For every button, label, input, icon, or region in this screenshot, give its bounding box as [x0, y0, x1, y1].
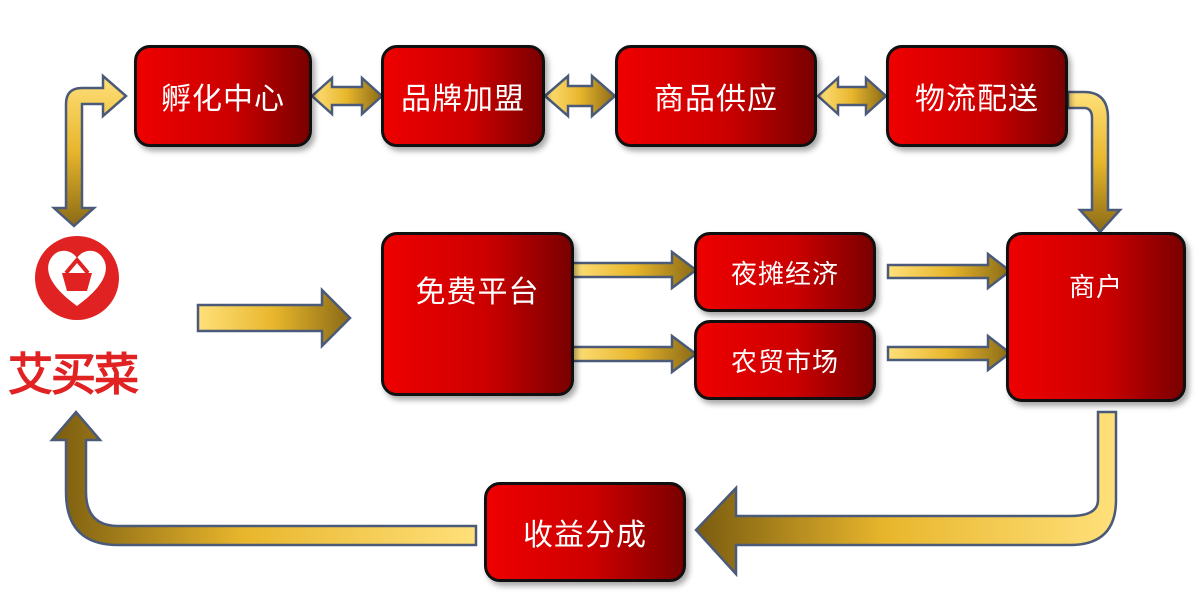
logo-to-platform-arrow: [196, 286, 352, 350]
farmers-market-label: 农贸市场: [730, 347, 839, 378]
goods-supply-node[interactable]: 商品供应: [615, 45, 817, 147]
night-market-label: 夜摊经济: [730, 259, 839, 290]
brand-name: 艾买菜: [8, 348, 139, 401]
revenue-share-node[interactable]: 收益分成: [484, 482, 686, 582]
logo-to-incubation-arrow: [50, 73, 128, 228]
night-market-node[interactable]: 夜摊经济: [694, 232, 876, 312]
brand-franchise-label: 品牌加盟: [401, 82, 525, 117]
farmers-market-node[interactable]: 农贸市场: [694, 320, 876, 400]
platform-to-night-market-arrow: [570, 249, 699, 291]
incubation-center-label: 孵化中心: [161, 82, 285, 117]
logistics-to-merchants-arrow: [1066, 90, 1123, 234]
revenue-share-label: 收益分成: [523, 518, 647, 553]
logistics-node[interactable]: 物流配送: [886, 45, 1068, 147]
farmers-market-to-merchants-arrow: [886, 333, 1013, 373]
brand-franchise-node[interactable]: 品牌加盟: [381, 45, 545, 147]
brand-supply-arrow: [543, 73, 617, 119]
merchants-label: 商户: [1068, 273, 1123, 303]
incubation-brand-arrow: [310, 75, 384, 117]
revenue-to-logo-arrow: [49, 410, 478, 547]
supply-logistics-arrow: [816, 75, 888, 117]
shopping-basket-heart-icon: [35, 236, 119, 320]
free-platform-label: 免费平台: [415, 275, 540, 310]
incubation-center-node[interactable]: 孵化中心: [134, 45, 312, 147]
goods-supply-label: 商品供应: [654, 82, 778, 117]
logistics-label: 物流配送: [915, 82, 1039, 117]
merchants-to-revenue-arrow: [694, 410, 1118, 578]
night-market-to-merchants-arrow: [886, 251, 1013, 291]
merchants-node[interactable]: 商户: [1006, 232, 1186, 402]
platform-to-farmers-market-arrow: [570, 333, 699, 375]
free-platform-node[interactable]: 免费平台: [381, 232, 574, 396]
